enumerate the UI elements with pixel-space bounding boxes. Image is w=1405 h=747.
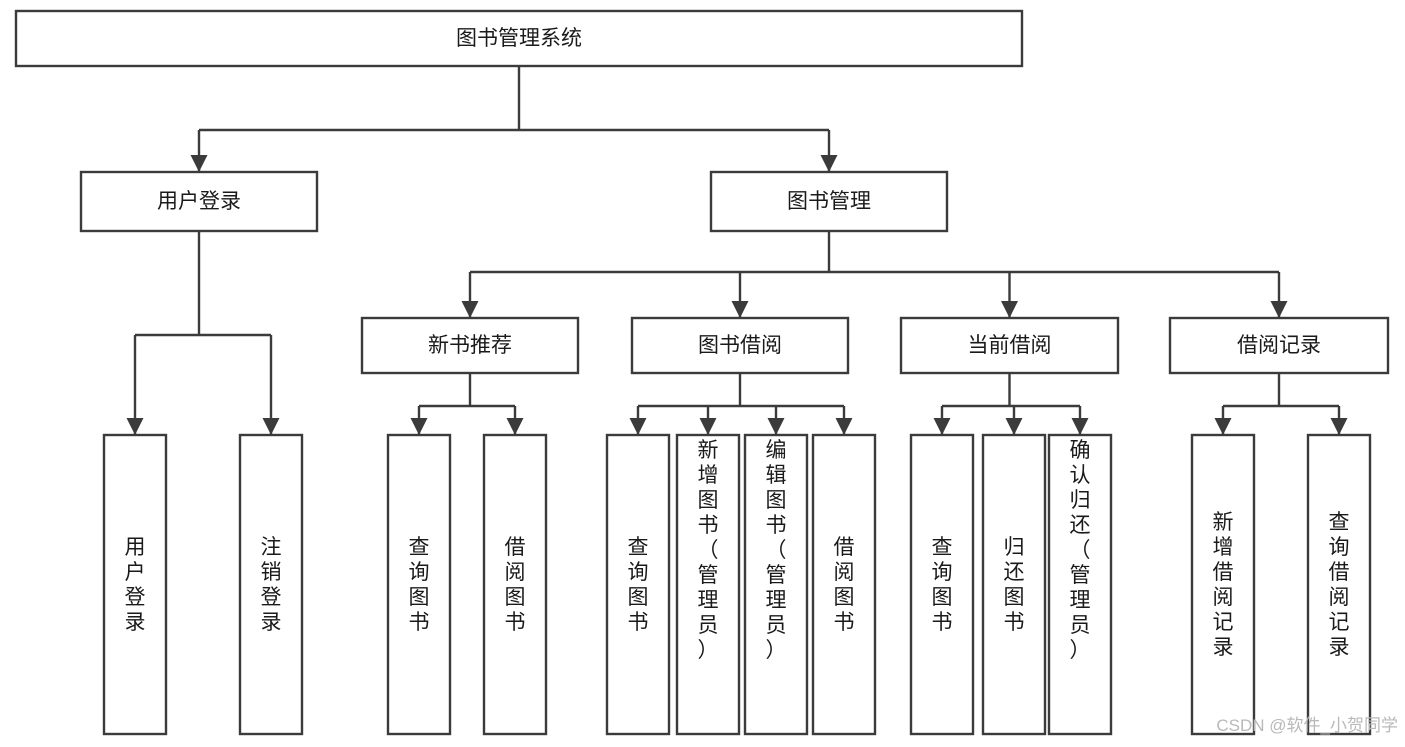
node-box-borrow-record[interactable] [1168,316,1390,375]
node-user-login[interactable]: 用户登录 [79,170,319,233]
node-leaf-user-login[interactable]: 用户登录 [102,433,168,736]
node-book-management[interactable]: 图书管理 [709,170,949,233]
node-leaf-borrow-book[interactable]: 借阅图书 [811,433,877,736]
node-label-leaf-query-record: 查询借阅记录 [1329,511,1350,659]
node-leaf-return-book[interactable]: 归还图书 [981,433,1047,736]
node-leaf-borrow-book-rec[interactable]: 借阅图书 [482,433,548,736]
node-label-root: 图书管理系统 [456,27,582,50]
node-leaf-logout[interactable]: 注销登录 [238,433,304,736]
node-box-leaf-query-book-rec[interactable] [386,433,452,736]
node-box-leaf-logout[interactable] [238,433,304,736]
node-borrow-record[interactable]: 借阅记录 [1168,316,1390,375]
node-label-leaf-user-login: 用户登录 [125,536,146,634]
node-leaf-query-book-rec[interactable]: 查询图书 [386,433,452,736]
node-box-book-borrow[interactable] [630,316,850,375]
node-box-leaf-confirm-return[interactable] [1047,433,1113,736]
connector-layer [126,66,1348,435]
node-current-borrow[interactable]: 当前借阅 [899,316,1120,375]
node-label-user-login: 用户登录 [157,190,241,213]
node-box-leaf-borrow-book[interactable] [811,433,877,736]
node-label-book-management: 图书管理 [787,190,871,213]
node-box-book-management[interactable] [709,170,949,233]
node-leaf-edit-book[interactable]: 编辑图书（管理员） [743,433,809,736]
node-leaf-query-book-current[interactable]: 查询图书 [909,433,975,736]
node-label-leaf-logout: 注销登录 [261,536,282,634]
node-label-leaf-borrow-book-rec: 借阅图书 [505,536,526,634]
node-box-leaf-add-book[interactable] [675,433,741,736]
node-label-book-borrow: 图书借阅 [698,334,782,357]
node-leaf-query-book-borrow[interactable]: 查询图书 [605,433,671,736]
node-label-new-book-recommend: 新书推荐 [428,334,512,357]
node-box-leaf-add-record[interactable] [1190,433,1256,736]
csdn-watermark: CSDN @软件_小贺同学 [1216,716,1398,735]
node-label-leaf-add-record: 新增借阅记录 [1213,511,1234,659]
node-label-leaf-edit-book: 编辑图书（管理员） [766,439,787,662]
node-box-root[interactable] [14,9,1024,68]
node-label-leaf-confirm-return: 确认归还（管理员） [1070,439,1091,662]
node-label-borrow-record: 借阅记录 [1237,334,1321,357]
node-label-leaf-add-book: 新增图书（管理员） [698,439,719,662]
node-box-leaf-user-login[interactable] [102,433,168,736]
node-box-new-book-recommend[interactable] [360,316,580,375]
node-leaf-query-record[interactable]: 查询借阅记录 [1306,433,1372,736]
node-label-current-borrow: 当前借阅 [968,334,1052,357]
node-box-leaf-query-book-borrow[interactable] [605,433,671,736]
node-leaf-add-book[interactable]: 新增图书（管理员） [675,433,741,736]
node-layer: 图书管理系统用户登录图书管理新书推荐图书借阅当前借阅借阅记录用户登录注销登录查询… [14,9,1390,736]
node-box-leaf-return-book[interactable] [981,433,1047,736]
node-box-current-borrow[interactable] [899,316,1120,375]
node-root[interactable]: 图书管理系统 [14,9,1024,68]
node-box-leaf-query-record[interactable] [1306,433,1372,736]
node-label-leaf-return-book: 归还图书 [1004,536,1025,634]
node-label-leaf-query-book-borrow: 查询图书 [628,536,649,634]
node-box-leaf-edit-book[interactable] [743,433,809,736]
node-label-leaf-borrow-book: 借阅图书 [834,536,855,634]
node-book-borrow[interactable]: 图书借阅 [630,316,850,375]
node-new-book-recommend[interactable]: 新书推荐 [360,316,580,375]
node-label-leaf-query-book-current: 查询图书 [932,536,953,634]
node-leaf-confirm-return[interactable]: 确认归还（管理员） [1047,433,1113,736]
node-box-leaf-borrow-book-rec[interactable] [482,433,548,736]
node-leaf-add-record[interactable]: 新增借阅记录 [1190,433,1256,736]
node-box-leaf-query-book-current[interactable] [909,433,975,736]
node-box-user-login[interactable] [79,170,319,233]
node-label-leaf-query-book-rec: 查询图书 [409,536,430,634]
